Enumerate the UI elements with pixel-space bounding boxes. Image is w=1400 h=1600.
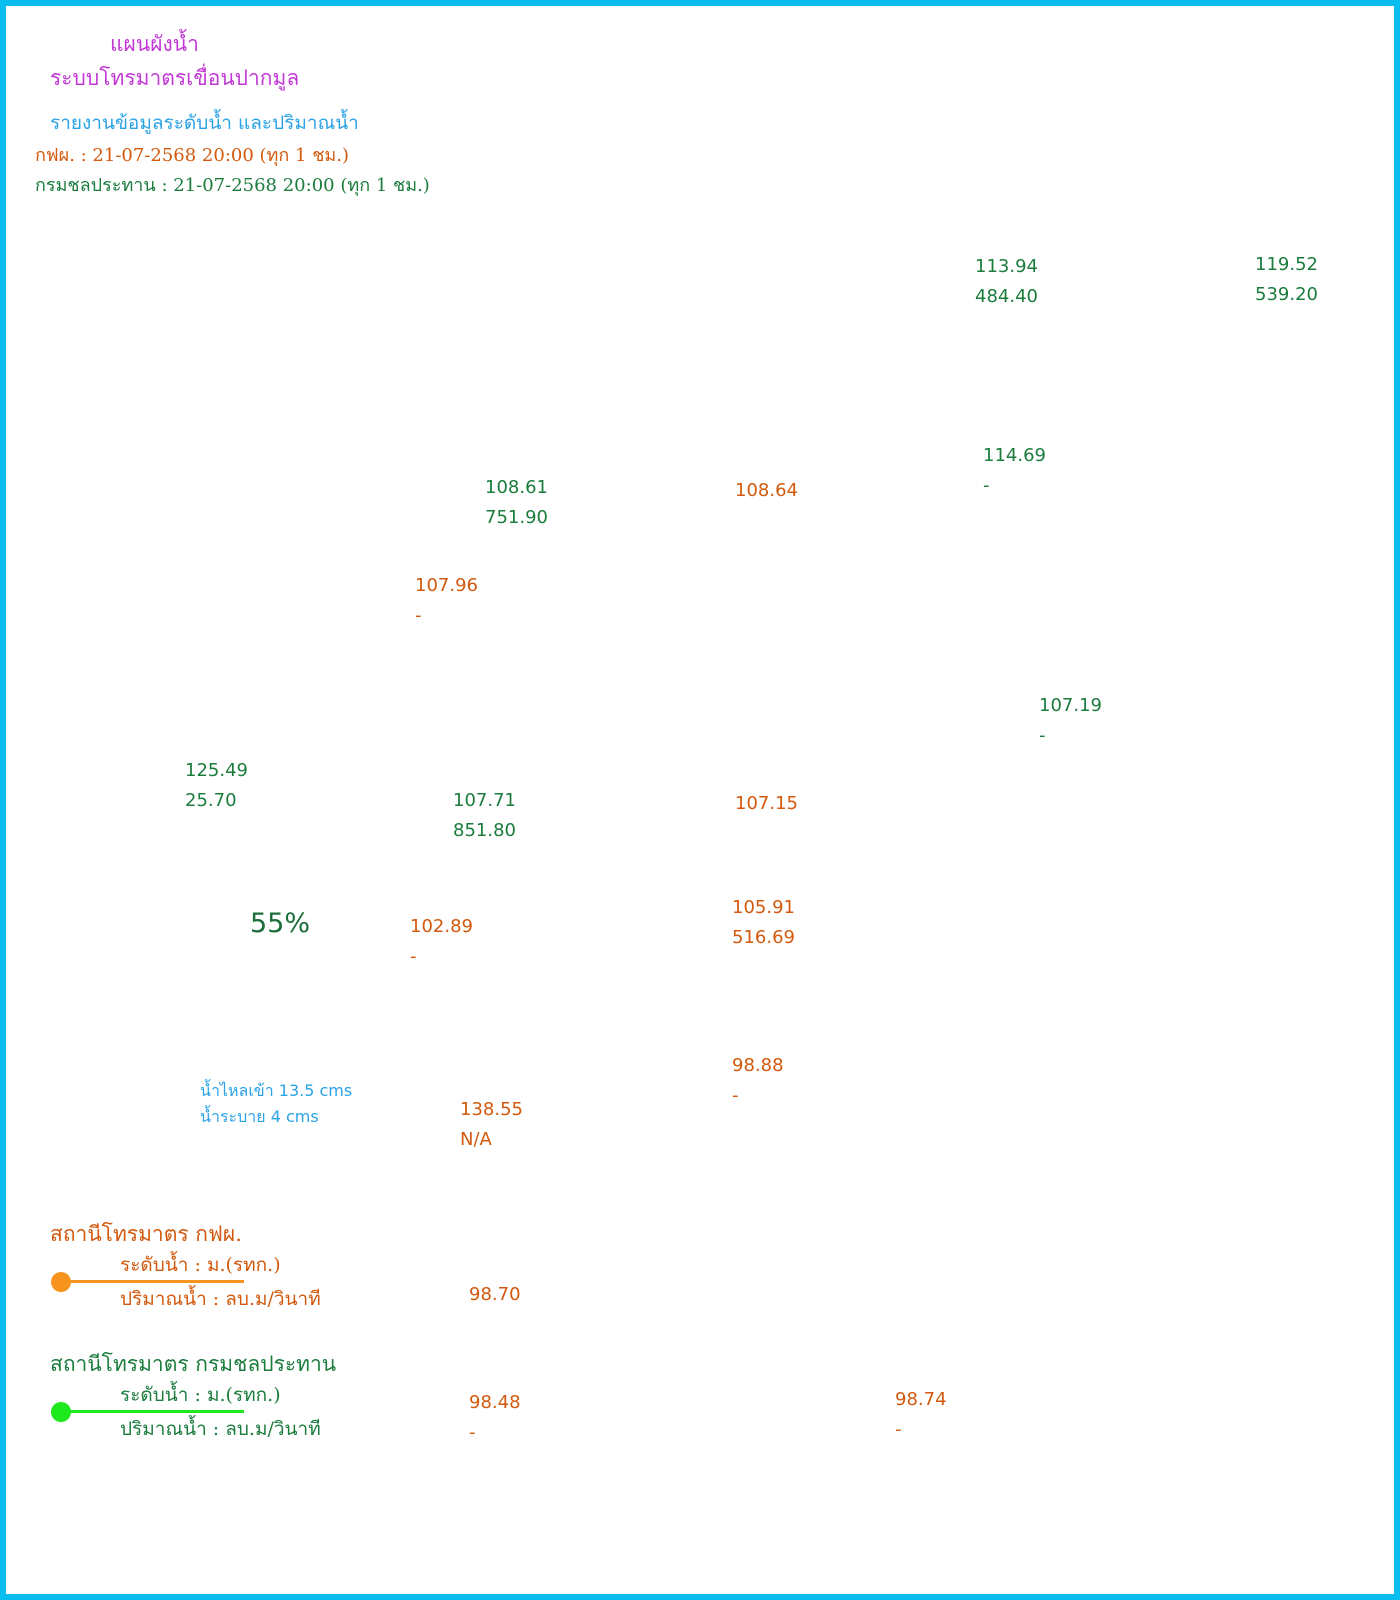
station-level: 98.70 (469, 1284, 521, 1305)
station-flow: - (469, 1422, 476, 1443)
legend-egat-line (60, 1280, 244, 1283)
station-reading[interactable]: 119.52 539.20 (1255, 250, 1318, 310)
release-text: น้ำระบาย 4 cms (200, 1107, 319, 1126)
station-reading[interactable]: 113.94 484.40 (975, 252, 1038, 312)
station-level: 102.89 (410, 916, 473, 937)
station-flow: - (983, 475, 990, 496)
station-flow: - (410, 946, 417, 967)
station-reading[interactable]: 107.15 (735, 789, 798, 819)
station-reading[interactable]: 102.89 - (410, 912, 473, 972)
station-level: 119.52 (1255, 254, 1318, 275)
station-flow: 851.80 (453, 820, 516, 841)
station-level: 98.74 (895, 1389, 947, 1410)
station-level: 138.55 (460, 1099, 523, 1120)
station-reading[interactable]: 114.69 - (983, 441, 1046, 501)
station-flow: - (895, 1419, 902, 1440)
station-reading[interactable]: 107.71 851.80 (453, 786, 516, 846)
report-title: รายงานข้อมูลระดับน้ำ และปริมาณน้ำ (50, 112, 359, 134)
station-reading[interactable]: 108.64 (735, 476, 798, 506)
station-flow: 516.69 (732, 927, 795, 948)
station-reading[interactable]: 105.91 516.69 (732, 893, 795, 953)
station-reading[interactable]: 98.70 (469, 1280, 521, 1310)
station-flow: N/A (460, 1129, 492, 1150)
station-level: 108.64 (735, 480, 798, 501)
station-reading[interactable]: 107.96 - (415, 571, 478, 631)
station-level: 105.91 (732, 897, 795, 918)
reservoir-flow-info: น้ำไหลเข้า 13.5 cms น้ำระบาย 4 cms (200, 1078, 352, 1130)
inflow-text: น้ำไหลเข้า 13.5 cms (200, 1081, 353, 1100)
reservoir-percent: 55% (250, 908, 311, 939)
legend-rid-line (60, 1410, 244, 1413)
legend-egat-flow-label: ปริมาณน้ำ : ลบ.ม/วินาที (120, 1288, 321, 1310)
station-flow: - (1039, 725, 1046, 746)
station-reading[interactable]: 98.48 - (469, 1388, 521, 1448)
legend-rid-level-label: ระดับน้ำ : ม.(รทก.) (120, 1384, 281, 1406)
system-name: ระบบโทรมาตรเขื่อนปากมูล (50, 66, 300, 90)
station-reading[interactable]: 98.88 - (732, 1051, 784, 1111)
station-level: 107.71 (453, 790, 516, 811)
station-level: 114.69 (983, 445, 1046, 466)
page-title: แผนผังน้ำ (110, 32, 199, 56)
station-flow: 484.40 (975, 286, 1038, 307)
station-reading[interactable]: 98.74 - (895, 1385, 947, 1445)
station-level: 107.96 (415, 575, 478, 596)
station-flow: - (415, 605, 422, 626)
station-flow: 751.90 (485, 507, 548, 528)
station-flow: 25.70 (185, 790, 237, 811)
station-flow: - (732, 1085, 739, 1106)
station-reading[interactable]: 107.19 - (1039, 691, 1102, 751)
station-reading[interactable]: 125.49 25.70 (185, 756, 248, 816)
station-level: 98.48 (469, 1392, 521, 1413)
station-flow: 539.20 (1255, 284, 1318, 305)
station-level: 98.88 (732, 1055, 784, 1076)
station-level: 113.94 (975, 256, 1038, 277)
station-level: 108.61 (485, 477, 548, 498)
legend-egat-heading: สถานีโทรมาตร กฟผ. (50, 1222, 242, 1246)
egat-update-time: กฟผ. : 21-07-2568 20:00 (ทุก 1 ชม.) (35, 145, 350, 166)
rid-update-time: กรมชลประทาน : 21-07-2568 20:00 (ทุก 1 ชม… (35, 175, 430, 196)
legend-rid-flow-label: ปริมาณน้ำ : ลบ.ม/วินาที (120, 1418, 321, 1440)
legend-rid-heading: สถานีโทรมาตร กรมชลประทาน (50, 1352, 337, 1376)
station-reading[interactable]: 138.55 N/A (460, 1095, 523, 1155)
station-level: 125.49 (185, 760, 248, 781)
station-level: 107.15 (735, 793, 798, 814)
station-reading[interactable]: 108.61 751.90 (485, 473, 548, 533)
legend-egat-level-label: ระดับน้ำ : ม.(รทก.) (120, 1254, 281, 1276)
station-level: 107.19 (1039, 695, 1102, 716)
